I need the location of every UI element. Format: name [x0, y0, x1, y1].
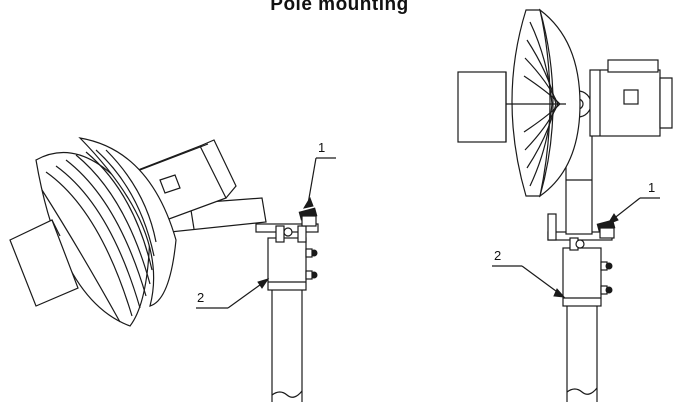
right-callout-2: 2 — [494, 248, 501, 263]
right-pole-clamp — [562, 247, 613, 307]
right-assembly: 1 2 — [457, 8, 673, 402]
left-pole — [271, 290, 303, 402]
left-locking-screw — [298, 207, 318, 227]
right-callout-1: 1 — [648, 180, 655, 195]
right-leader-1 — [606, 197, 660, 226]
right-leader-2 — [492, 265, 566, 298]
left-leader-1 — [302, 157, 336, 209]
left-lamp-head — [9, 137, 177, 327]
left-callout-2: 2 — [197, 290, 204, 305]
left-callout-1: 1 — [318, 140, 325, 155]
right-pole — [566, 306, 598, 402]
right-driver-housing — [589, 59, 673, 137]
left-assembly: 1 2 — [9, 137, 336, 402]
left-pole-clamp — [267, 237, 318, 291]
left-leader-2 — [196, 278, 270, 309]
page-title: Pole mounting — [270, 0, 409, 15]
right-lamp-head — [457, 8, 581, 198]
left-bracket-plate — [255, 223, 319, 243]
